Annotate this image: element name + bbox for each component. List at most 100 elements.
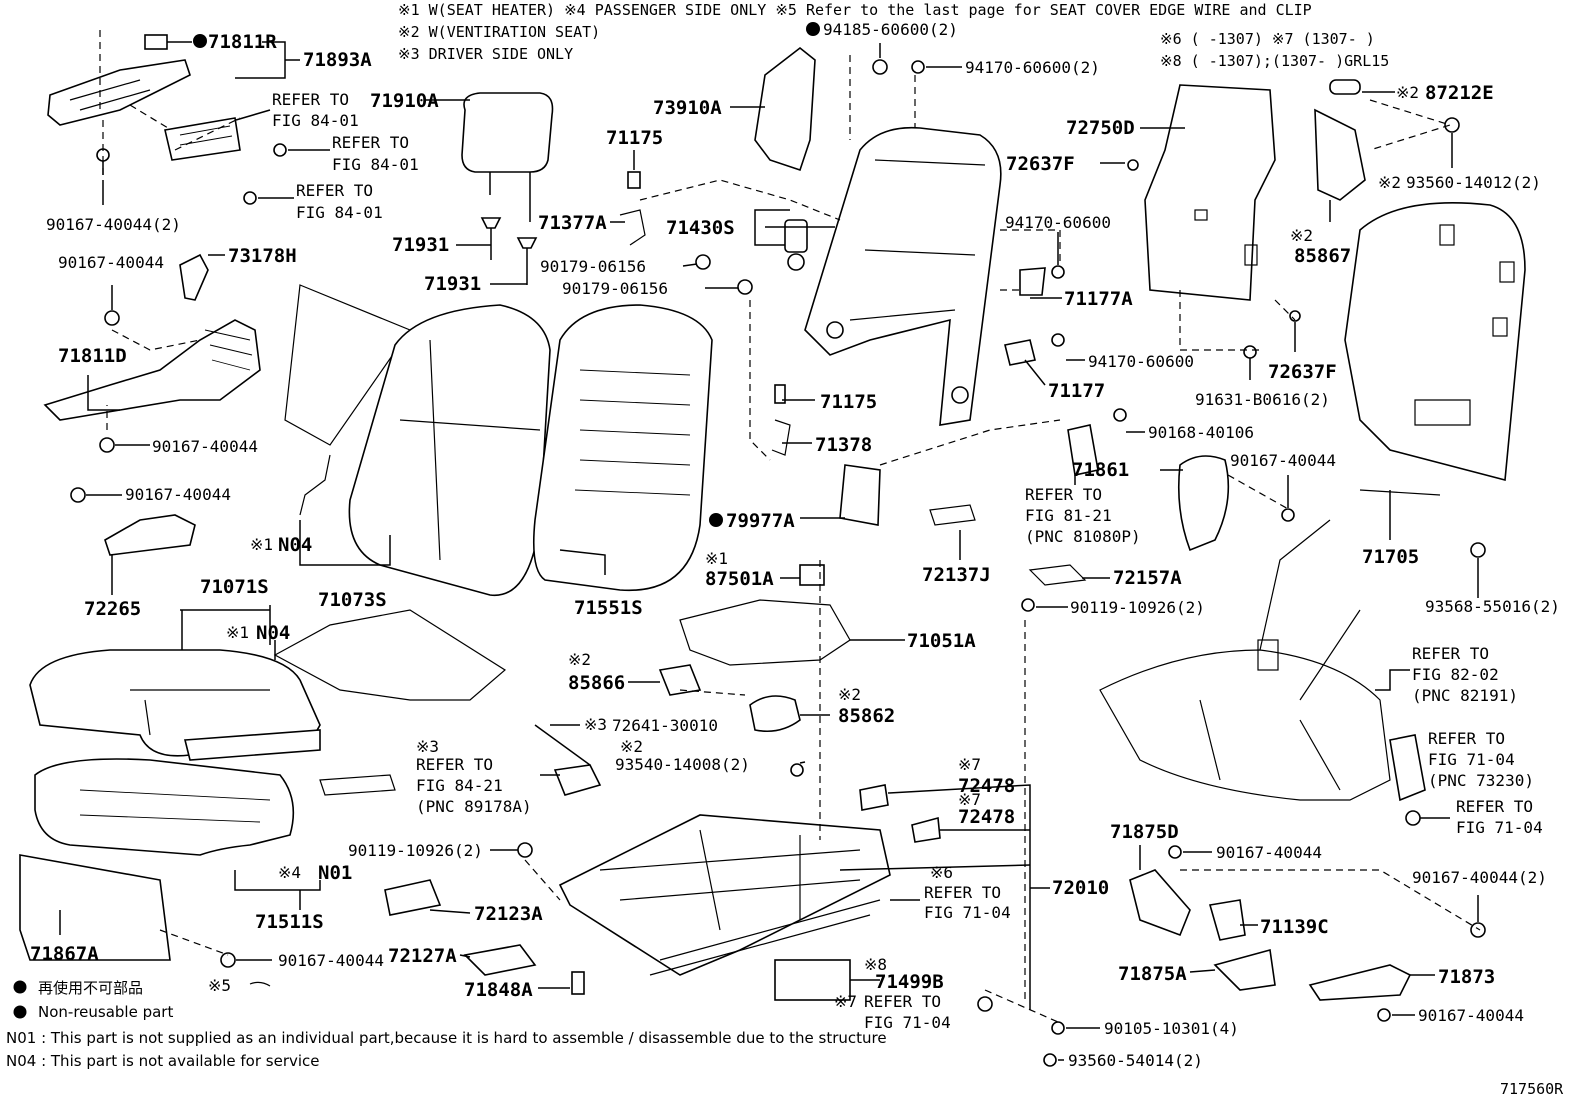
part-79977a (839, 464, 881, 526)
callout-label: 71875A (1118, 963, 1187, 985)
callout-label: (PNC 81080P) (1025, 527, 1141, 546)
part-71875a (1213, 948, 1276, 991)
part-n04-wire (299, 454, 331, 516)
part-71848a (571, 971, 585, 995)
bolt-90167-h (1377, 1008, 1391, 1022)
callout-label: 71705 (1362, 546, 1419, 568)
callout-label: 71051A (907, 630, 976, 652)
header-note-right-2: ※8 ( -1307);(1307- )GRL15 (1160, 52, 1389, 70)
note-mark-1: ※1 (226, 623, 249, 642)
figure-id: 717560R (1500, 1080, 1564, 1098)
callout-label: REFER TO (864, 992, 941, 1011)
non-reusable-dot (806, 22, 820, 36)
callout-label: 71177 (1048, 380, 1105, 402)
nut-90179-a (695, 254, 711, 270)
part-85862 (749, 695, 801, 733)
callout-label: 71931 (424, 273, 481, 295)
bolt-90167-a (104, 310, 120, 326)
note-mark-2: ※2 (620, 737, 643, 756)
footnote-n01: N01 : This part is not supplied as an in… (6, 1029, 887, 1047)
callout-label: 94170-60600(2) (965, 58, 1100, 77)
note-mark-3: ※3 (416, 737, 439, 756)
note-mark-1: ※1 (250, 535, 273, 554)
callout-label: 71175 (820, 391, 877, 413)
legend-text-en: Non-reusable part (38, 1003, 173, 1021)
callout-label: 87212E (1425, 82, 1494, 104)
bolt-90167-e (220, 952, 236, 968)
callout-label: 93568-55016(2) (1425, 597, 1560, 616)
part-71175-b (774, 384, 786, 404)
callout-label: 72637F (1268, 361, 1337, 383)
part-87501a (799, 564, 825, 586)
bolt-72641 (534, 724, 591, 766)
part-71551s-cushion (532, 304, 713, 592)
part-71175-a (627, 171, 641, 189)
bolt-93560-14012 (1444, 117, 1460, 133)
callout-label: 71511S (255, 911, 324, 933)
nut-90179-b (737, 279, 753, 295)
part-72010-seat-track (558, 814, 891, 976)
part-ref-73230 (1389, 734, 1426, 802)
bolt-group-top-left (96, 143, 287, 205)
callout-label: 90179-06156 (562, 279, 668, 298)
callout-label: 87501A (705, 568, 774, 590)
callout-label: 85862 (838, 705, 895, 727)
callout-label: 72637F (1006, 153, 1075, 175)
callout-label: REFER TO (1428, 729, 1505, 748)
part-72637f-a (1127, 159, 1139, 171)
bolt-ref-71-04 (1405, 810, 1421, 826)
bolt-93560-54014 (1043, 1053, 1057, 1067)
callout-label: 71177A (1064, 288, 1133, 310)
callout-label: 71931 (392, 234, 449, 256)
dashed-guide-lines (99, 30, 1481, 1023)
part-72157a (1028, 564, 1087, 586)
callout-label: 93560-54014(2) (1068, 1051, 1203, 1070)
callout-label: 71377A (538, 212, 607, 234)
part-85866 (658, 664, 702, 696)
callout-label: 72127A (388, 945, 457, 967)
nut-94170-b (1051, 265, 1065, 279)
legend: 再使用不可部品 Non-reusable part ※5 (13, 976, 271, 1021)
callout-label: FIG 84-01 (332, 155, 419, 174)
callout-label: 71848A (464, 979, 533, 1001)
callout-label: FIG 71-04 (864, 1013, 951, 1032)
callout-label: 71867A (30, 943, 99, 965)
part-72127a (463, 944, 537, 976)
callout-label: FIG 84-01 (296, 203, 383, 222)
callout-label: FIG 82-02 (1412, 665, 1499, 684)
part-71051a (679, 599, 851, 666)
callout-label: 72010 (1052, 877, 1109, 899)
part-71071s-seat-cushion (29, 649, 321, 761)
callout-label: 90167-40044 (1230, 451, 1336, 470)
part-71499b (774, 959, 851, 1001)
callout-label: 71551S (574, 597, 643, 619)
bolt-90167-d (1281, 508, 1295, 522)
non-reusable-dot (193, 34, 207, 48)
note-mark-1: ※1 (705, 549, 728, 568)
callout-label: 85866 (568, 672, 625, 694)
bolt-91631 (1243, 345, 1257, 359)
nut-94170-top (911, 60, 925, 74)
part-85867 (1314, 108, 1366, 201)
non-reusable-dot (709, 513, 723, 527)
callout-label: N01 (318, 862, 352, 884)
callout-label: 71499B (875, 971, 944, 993)
callout-label: 93560-14012(2) (1406, 173, 1541, 192)
callout-label: 90167-40044 (1216, 843, 1322, 862)
callout-label: 71811D (58, 345, 127, 367)
part-71893a-trim (47, 34, 191, 126)
callout-label: 71811R (208, 31, 277, 53)
callout-label: 79977A (726, 510, 795, 532)
part-72137j (929, 504, 976, 526)
legend-ref5: ※5 (208, 976, 231, 995)
callout-label: 71861 (1072, 459, 1129, 481)
leader-lines (59, 41, 1479, 1061)
part-72478-b (911, 816, 941, 843)
callout-label: REFER TO (416, 755, 493, 774)
bolt-90167-f (1168, 845, 1182, 859)
bolt-93568 (1470, 542, 1486, 558)
callout-label: 90119-10926(2) (348, 841, 483, 860)
callout-label: 71073S (318, 589, 387, 611)
